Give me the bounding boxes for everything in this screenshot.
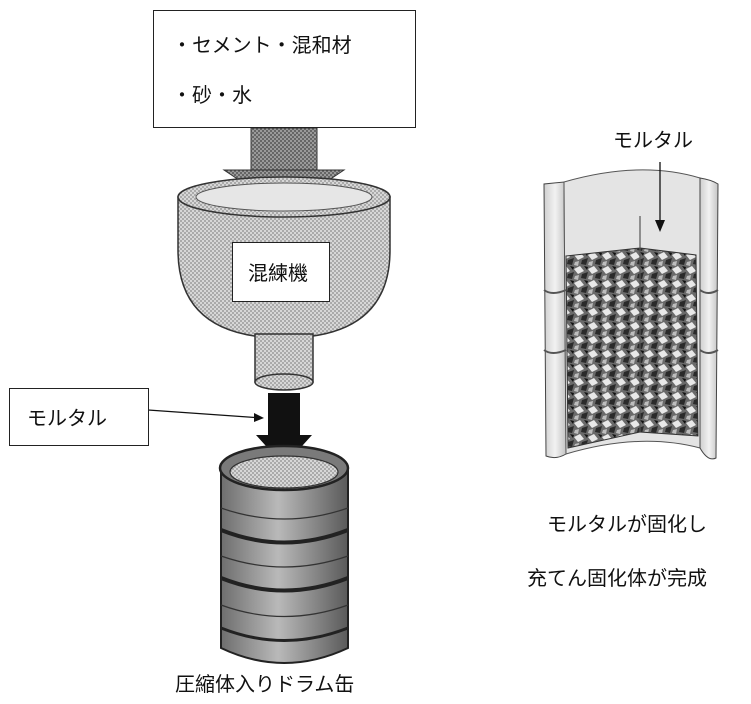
inputs-line-2: ・砂・水 [172, 83, 252, 107]
mortar-callout-leader [147, 409, 264, 422]
mortar-callout-box: モルタル [9, 388, 149, 446]
mortar-callout-label: モルタル [27, 406, 107, 430]
drum-caption: 圧縮体入りドラム缶 [175, 672, 355, 696]
cutaway-top-label: モルタル [613, 128, 693, 152]
cutaway-label-arrow [655, 162, 665, 232]
cutaway-caption-line-2: 充てん固化体が完成 [527, 566, 707, 590]
inputs-box: ・セメント・混和材 ・砂・水 [153, 10, 416, 128]
cutaway-caption-line-1: モルタルが固化し [547, 512, 707, 536]
mixer-label-box: 混練機 [232, 242, 330, 302]
drum-can [218, 444, 350, 664]
cutaway-drum [543, 169, 719, 460]
inputs-line-1: ・セメント・混和材 [172, 33, 352, 57]
mixer-label: 混練機 [248, 261, 308, 285]
